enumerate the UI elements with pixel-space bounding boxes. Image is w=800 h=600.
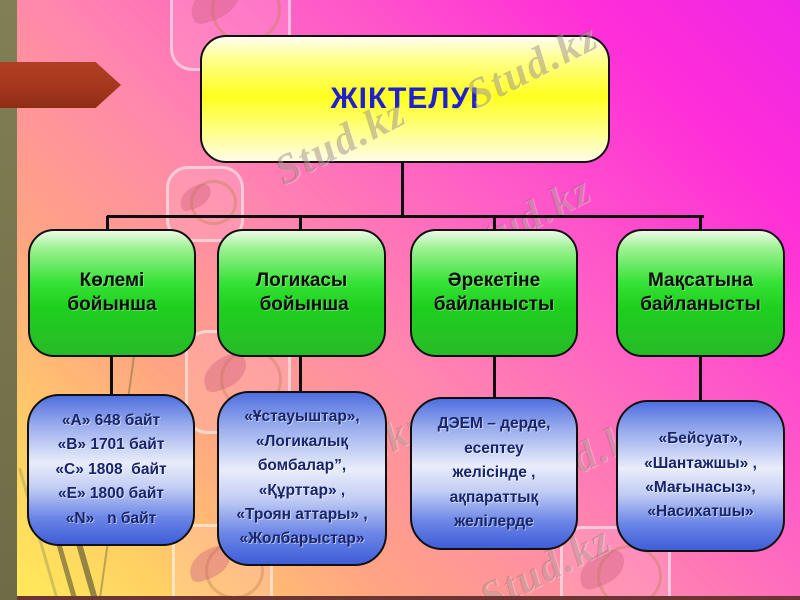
category-label: Мақсатына байланысты — [640, 269, 761, 315]
detail-node-logic: «Ұстауыштар», «Логикалық бомбалар”, «Құр… — [217, 391, 387, 566]
detail-text: «Бейсуат», «Шантажшы» , «Мағынасыз», «На… — [644, 430, 757, 521]
connector-stub-detail-3 — [493, 356, 496, 399]
category-node-logic: Логикасы бойынша — [217, 229, 386, 357]
connector-horizontal — [107, 215, 704, 218]
category-label: Әрекетіне байланысты — [433, 269, 555, 315]
category-label: Көлемі бойынша — [67, 269, 157, 315]
detail-node-volume: «А» 648 байт «В» 1701 байт «С» 1808 байт… — [27, 394, 195, 546]
connector-stub-detail-1 — [110, 356, 113, 396]
connector-stub-category-3 — [493, 216, 496, 230]
left-edge-bar — [0, 0, 17, 600]
category-label: Логикасы бойынша — [255, 269, 349, 315]
category-node-action: Әрекетіне байланысты — [410, 229, 578, 357]
title-text: ЖІКТЕЛУІ — [330, 82, 480, 115]
red-arrow-shape — [0, 62, 121, 108]
detail-node-purpose: «Бейсуат», «Шантажшы» , «Мағынасыз», «На… — [616, 400, 785, 552]
detail-text: «А» 648 байт «В» 1701 байт «С» 1808 байт… — [55, 411, 167, 527]
category-node-volume: Көлемі бойынша — [28, 229, 196, 357]
connector-title-vertical — [401, 163, 404, 216]
connector-stub-detail-4 — [699, 356, 702, 402]
detail-text: «Ұстауыштар», «Логикалық бомбалар”, «Құр… — [236, 408, 368, 548]
connector-stub-category-2 — [299, 216, 302, 230]
category-node-purpose: Мақсатына байланысты — [616, 229, 785, 357]
title-node: ЖІКТЕЛУІ — [200, 35, 610, 163]
studkz-logo-watermark — [166, 166, 244, 242]
connector-stub-category-4 — [699, 216, 702, 230]
detail-text: ДЭЕМ – дерде, есептеу желісінде , ақпара… — [437, 415, 551, 531]
connector-stub-category-1 — [106, 216, 109, 230]
bottom-edge-strip — [17, 596, 800, 600]
detail-node-action: ДЭЕМ – дерде, есептеу желісінде , ақпара… — [410, 397, 578, 550]
connector-stub-detail-2 — [299, 356, 302, 393]
